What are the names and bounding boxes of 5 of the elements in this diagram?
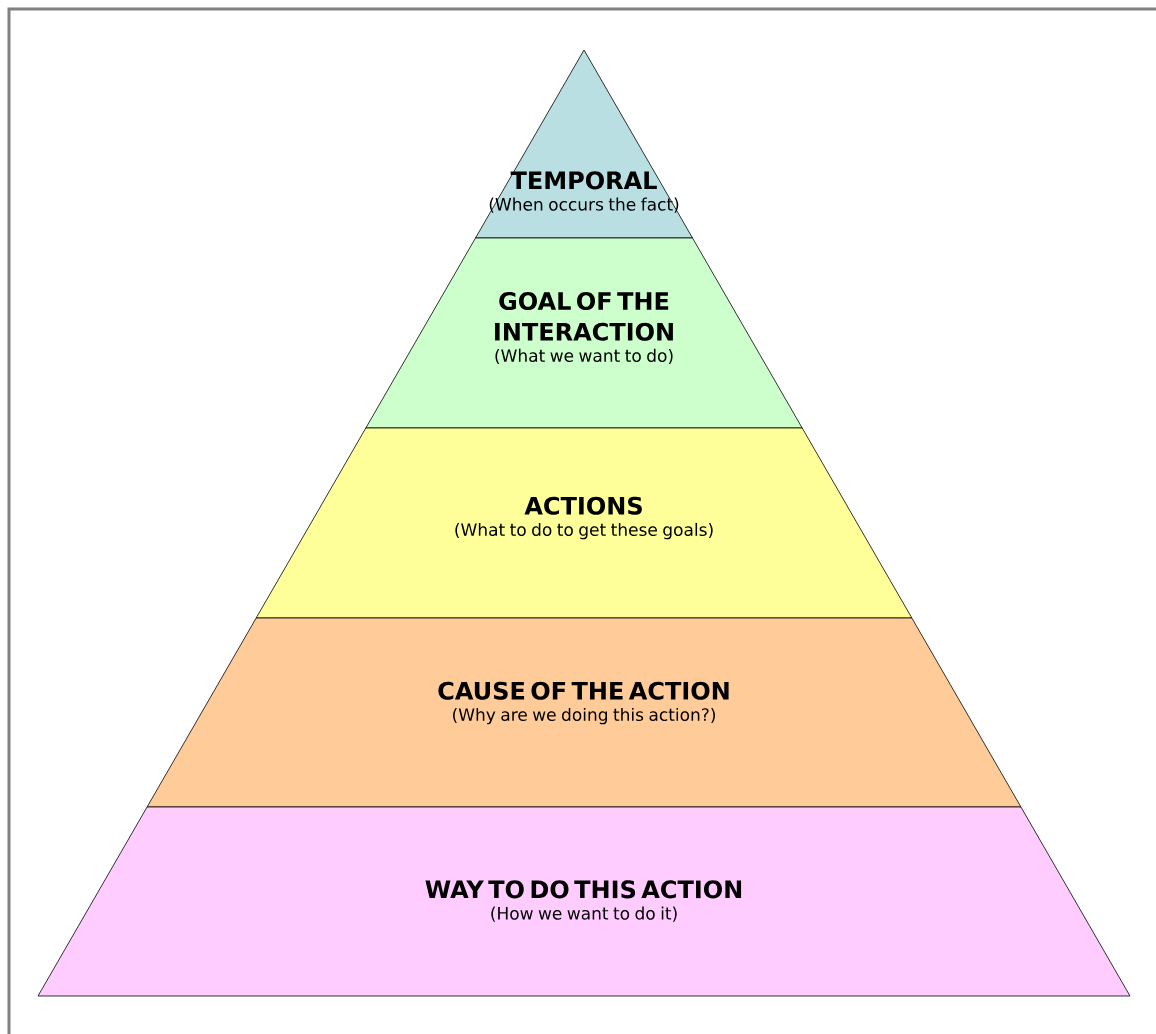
pyramid-band: GOAL OF THE INTERACTION (What we want to do) [365,237,803,429]
pyramid-band: WAY TO DO THIS ACTION (How we want to do it) [37,806,1131,997]
pyramid-band: TEMPORAL (When occurs the fact) [475,49,693,239]
pyramid-band: CAUSE OF THE ACTION (Why are we doing this action?) [146,617,1022,808]
pyramid-band: ACTIONS (What to do to get these goals) [255,427,913,619]
